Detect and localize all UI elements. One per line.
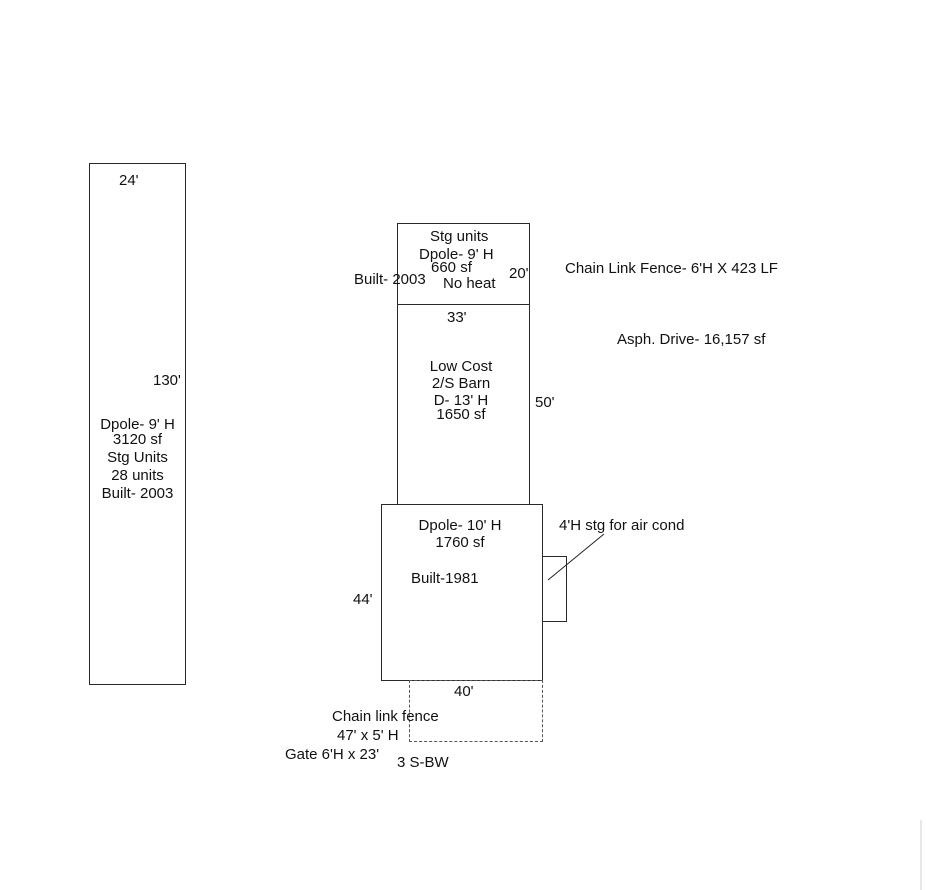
main-building-note: Dpole- 10' H <box>418 517 502 534</box>
barn-note: 2/S Barn <box>431 375 491 392</box>
main-building-width-label: 40' <box>454 683 474 700</box>
barn-notes: Low Cost 2/S Barn D- 13' H 1650 sf <box>401 358 521 423</box>
top-stg-units-area: 660 sf <box>431 259 472 276</box>
main-building-notes: Dpole- 10' H 1760 sf <box>400 517 520 551</box>
main-building-depth-label: 44' <box>353 591 373 608</box>
storage-building-outline <box>89 163 186 685</box>
storage-building-note: Dpole- 9' H <box>100 416 175 433</box>
top-stg-units-no-heat: No heat <box>443 275 496 292</box>
storage-building-length-label: 130' <box>153 372 181 389</box>
storage-building-width-label: 24' <box>119 172 139 189</box>
barn-length-label: 50' <box>535 394 555 411</box>
chain-link-fence-note: Chain Link Fence- 6'H X 423 LF <box>565 260 778 277</box>
air-cond-storage-outline <box>542 556 567 622</box>
bottom-fence-note: Chain link fence <box>332 708 439 725</box>
main-building-built: Built-1981 <box>411 570 479 587</box>
barn-note: Low Cost <box>429 358 493 375</box>
barn-note: 1650 sf <box>436 406 486 423</box>
top-stg-units-title: Stg units <box>430 228 489 245</box>
barn-width-label: 33' <box>447 309 467 326</box>
bottom-gate-note: Gate 6'H x 23' <box>285 746 380 763</box>
storage-building-note: 3120 sf <box>112 431 163 448</box>
main-building-note: 1760 sf <box>435 534 485 551</box>
storage-building-note: Built- 2003 <box>101 485 174 502</box>
bottom-fence-size: 47' x 5' H <box>337 727 399 744</box>
barn-note: D- 13' H <box>433 392 489 409</box>
air-cond-leader-line <box>547 533 605 581</box>
top-stg-units-depth-label: 20' <box>509 265 529 282</box>
storage-building-note: 28 units <box>111 467 164 484</box>
bottom-bw-note: 3 S-BW <box>397 754 449 771</box>
storage-building-notes: Dpole- 9' H 3120 sf Stg Units 28 units B… <box>80 416 195 503</box>
storage-building-note: Stg Units <box>107 449 168 466</box>
asphalt-drive-note: Asph. Drive- 16,157 sf <box>617 331 766 348</box>
top-stg-units-height: Dpole- 9' H <box>419 246 494 263</box>
air-cond-storage-label: 4'H stg for air cond <box>559 517 685 534</box>
top-stg-units-built: Built- 2003 <box>354 271 426 288</box>
fenced-area-outline <box>409 680 543 742</box>
